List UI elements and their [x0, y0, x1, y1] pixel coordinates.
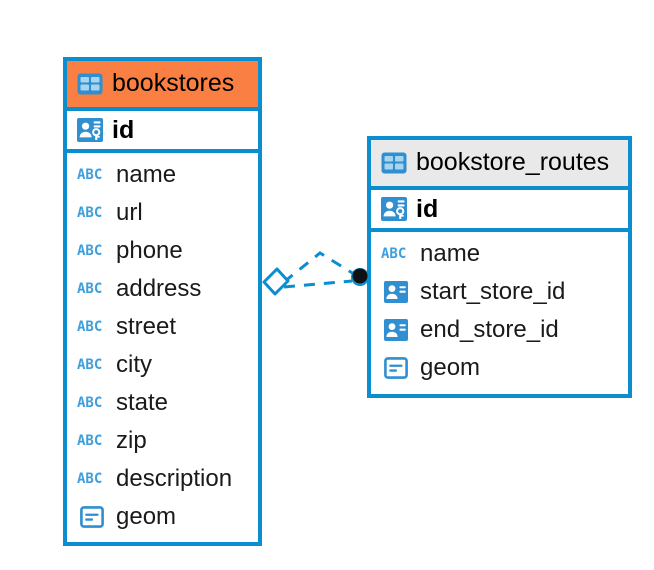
field-row-geom[interactable]: geom	[371, 349, 628, 387]
field-label: end_store_id	[420, 316, 559, 343]
abc-icon: ABC	[77, 471, 103, 487]
field-row-street[interactable]: ABC street	[67, 308, 258, 346]
abc-icon: ABC	[77, 243, 103, 259]
field-label: geom	[420, 354, 481, 381]
field-row-address[interactable]: ABC address	[67, 270, 258, 308]
primary-key-icon	[77, 118, 103, 142]
field-label: description	[116, 465, 233, 492]
field-row-state[interactable]: ABC state	[67, 384, 258, 422]
primary-key-icon	[381, 197, 407, 221]
field-row-description[interactable]: ABC description	[67, 460, 258, 498]
foreign-key-icon	[381, 281, 411, 303]
primary-key-label: id	[112, 115, 135, 144]
field-row-primary-key[interactable]: id	[67, 107, 258, 153]
field-list-bookstore-routes: ABC name start_store_id	[371, 232, 628, 390]
field-row-name[interactable]: ABC name	[371, 235, 628, 273]
primary-key-label: id	[416, 194, 439, 223]
entity-bookstores[interactable]: bookstores id ABC name	[63, 57, 262, 546]
field-label: name	[116, 161, 177, 188]
geometry-icon	[381, 357, 411, 379]
field-label: start_store_id	[420, 278, 566, 305]
field-label: url	[116, 199, 143, 226]
abc-icon: ABC	[77, 395, 103, 411]
table-icon	[77, 73, 103, 95]
entity-name-label: bookstore_routes	[416, 148, 610, 176]
field-row-phone[interactable]: ABC phone	[67, 232, 258, 270]
geometry-icon	[77, 506, 107, 528]
abc-icon: ABC	[381, 246, 407, 262]
field-row-name[interactable]: ABC name	[67, 156, 258, 194]
abc-icon: ABC	[77, 319, 103, 335]
field-row-end-store-id[interactable]: end_store_id	[371, 311, 628, 349]
field-label: address	[116, 275, 202, 302]
diamond-marker	[262, 267, 290, 296]
field-label: city	[116, 351, 152, 378]
table-icon	[381, 152, 407, 174]
field-label: name	[420, 240, 481, 267]
field-label: zip	[116, 427, 147, 454]
field-row-url[interactable]: ABC url	[67, 194, 258, 232]
field-row-city[interactable]: ABC city	[67, 346, 258, 384]
field-list-bookstores: ABC name ABC url ABC phone ABC address A…	[67, 153, 258, 539]
field-row-primary-key[interactable]: id	[371, 186, 628, 232]
entity-bookstore-routes[interactable]: bookstore_routes id ABC name	[367, 136, 632, 398]
abc-icon: ABC	[77, 433, 103, 449]
abc-icon: ABC	[77, 205, 103, 221]
foreign-key-icon	[381, 319, 411, 341]
entity-header-bookstores[interactable]: bookstores	[67, 61, 258, 107]
abc-icon: ABC	[77, 357, 103, 373]
abc-icon: ABC	[77, 167, 103, 183]
field-label: geom	[116, 503, 177, 530]
abc-icon: ABC	[77, 281, 103, 297]
field-row-zip[interactable]: ABC zip	[67, 422, 258, 460]
field-label: state	[116, 389, 169, 416]
relationship-line-upper	[283, 251, 355, 284]
relationship-line-lower	[283, 279, 353, 289]
field-row-geom[interactable]: geom	[67, 498, 258, 536]
entity-name-label: bookstores	[112, 69, 235, 97]
entity-header-bookstore-routes[interactable]: bookstore_routes	[371, 140, 628, 186]
field-label: street	[116, 313, 177, 340]
field-row-start-store-id[interactable]: start_store_id	[371, 273, 628, 311]
field-label: phone	[116, 237, 183, 264]
